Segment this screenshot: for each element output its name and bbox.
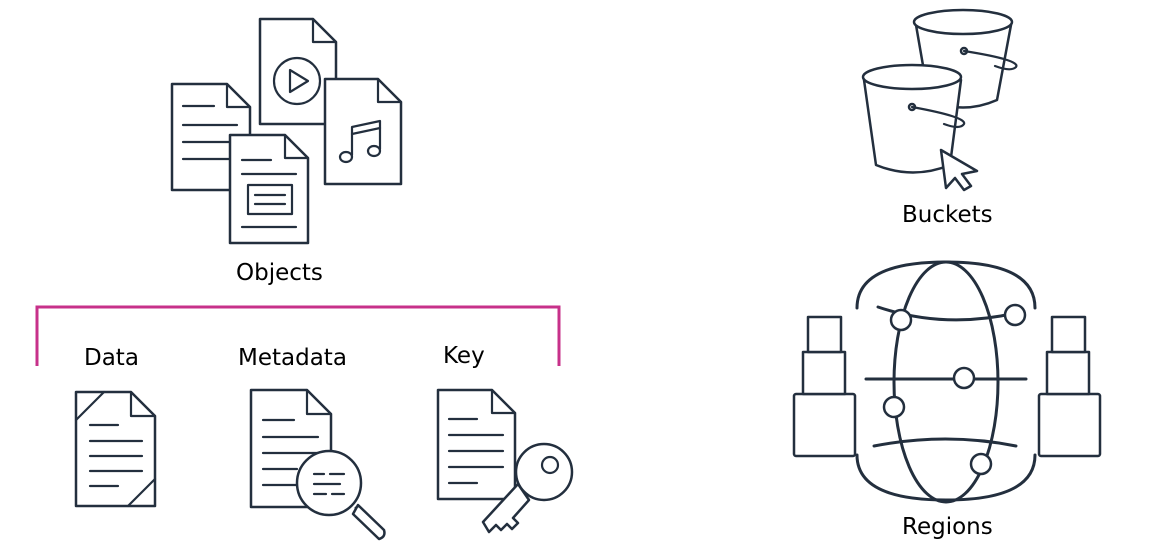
key-label: Key — [443, 343, 485, 369]
buckets-icon-group — [861, 8, 1018, 192]
key-icon — [436, 388, 574, 534]
metadata-search-icon — [249, 388, 386, 541]
regions-icon-group — [792, 260, 1102, 504]
server-icon — [792, 315, 857, 458]
objects-components-bracket — [35, 305, 561, 366]
image-file-icon — [228, 133, 310, 245]
globe-icon — [855, 260, 1037, 504]
cursor-icon — [939, 148, 979, 192]
metadata-label: Metadata — [238, 345, 347, 371]
objects-icon-group — [170, 17, 403, 245]
server-icon — [1037, 315, 1102, 458]
regions-label: Regions — [902, 514, 993, 540]
audio-file-icon — [323, 77, 403, 186]
data-label: Data — [84, 345, 139, 371]
buckets-label: Buckets — [902, 202, 993, 228]
data-file-icon — [74, 390, 157, 508]
objects-label: Objects — [236, 260, 323, 286]
video-file-icon — [258, 17, 338, 126]
